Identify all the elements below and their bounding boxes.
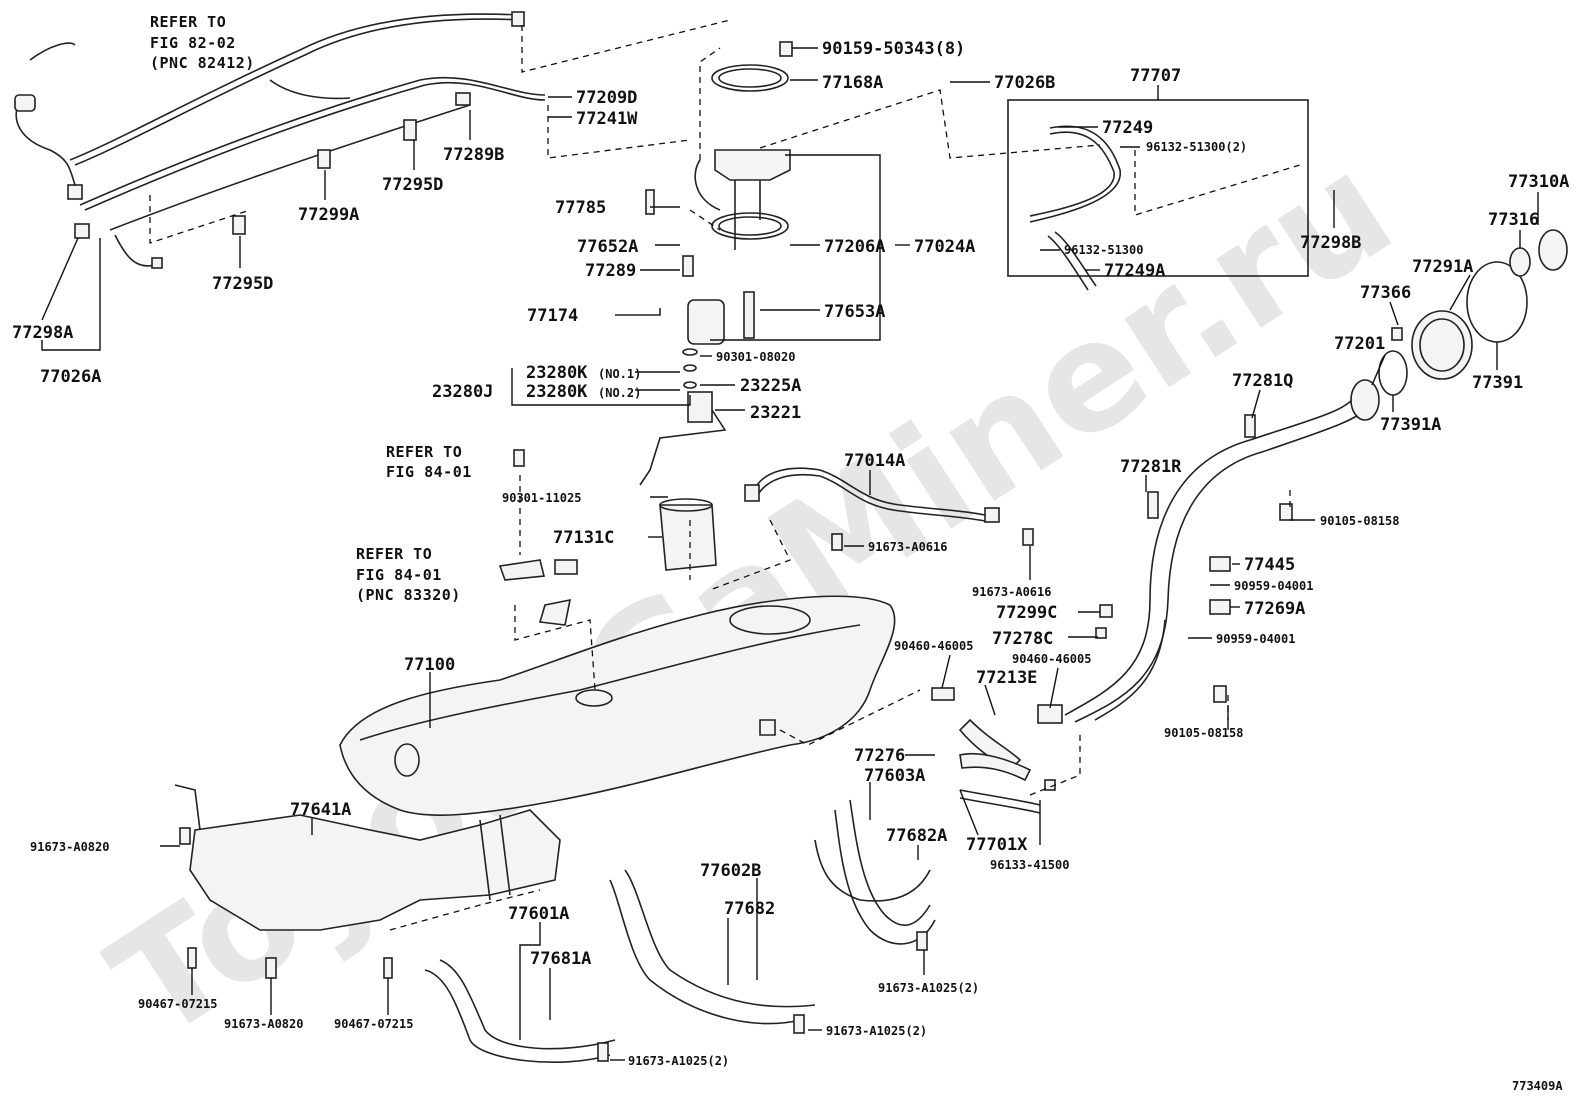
part-label: 77299A xyxy=(298,205,359,225)
part-label: 90301-11025 xyxy=(502,491,581,505)
part-label: 77249A xyxy=(1104,261,1165,281)
part-labels: 90159-50343(8) 77168A 77026B 77707 77209… xyxy=(12,39,1569,1068)
part-label: 77276 xyxy=(854,746,905,766)
part-label: 91673-A1025(2) xyxy=(878,981,979,995)
ref-line: REFER TO xyxy=(356,545,432,563)
part-label: 77213E xyxy=(976,668,1037,688)
part-label: 77785 xyxy=(555,198,606,218)
ref-line: REFER TO xyxy=(150,13,226,31)
part-label: 77603A xyxy=(864,766,925,786)
part-label: 90159-50343(8) xyxy=(822,39,965,59)
part-label: 77206A xyxy=(824,237,885,257)
part-label: 77707 xyxy=(1130,66,1181,86)
part-label: 90460-46005 xyxy=(894,639,973,653)
part-label: 90105-08158 xyxy=(1164,726,1243,740)
part-label: 77316 xyxy=(1488,210,1539,230)
part-label: 77209D xyxy=(576,88,637,108)
figure-code: 773409A xyxy=(1512,1079,1563,1093)
part-label: 77299C xyxy=(996,603,1057,623)
part-label: 77281R xyxy=(1120,457,1182,477)
part-label: 23280K xyxy=(526,382,588,402)
part-label: 77682 xyxy=(724,899,775,919)
part-label: 77298A xyxy=(12,323,73,343)
part-label: 91673-A1025(2) xyxy=(628,1054,729,1068)
part-label: 77295D xyxy=(212,274,273,294)
refer-note-84-01-b: REFER TO FIG 84-01 (PNC 83320) xyxy=(356,545,461,604)
part-label: (NO.1) xyxy=(598,367,641,381)
part-label: 77310A xyxy=(1508,172,1569,192)
ref-line: FIG 84-01 xyxy=(356,566,442,584)
part-label: 77652A xyxy=(577,237,638,257)
part-label: 77281Q xyxy=(1232,371,1293,391)
part-label: 77241W xyxy=(576,109,638,129)
part-label: 23221 xyxy=(750,403,801,423)
part-label: 77602B xyxy=(700,861,761,881)
part-label: 77653A xyxy=(824,302,885,322)
part-label: 77269A xyxy=(1244,599,1305,619)
part-label: 77278C xyxy=(992,629,1053,649)
part-label: 77131C xyxy=(553,528,614,548)
part-label: 96132-51300 xyxy=(1064,243,1143,257)
part-label: 91673-A0616 xyxy=(868,540,947,554)
part-label: 77682A xyxy=(886,826,947,846)
part-label: 90301-08020 xyxy=(716,350,795,364)
part-label: 77201 xyxy=(1334,334,1385,354)
part-label: 23280J xyxy=(432,382,493,402)
part-label: 77601A xyxy=(508,904,569,924)
part-label: 77174 xyxy=(527,306,578,326)
part-label: 77249 xyxy=(1102,118,1153,138)
part-label: 91673-A0820 xyxy=(30,840,109,854)
part-label: 77295D xyxy=(382,175,443,195)
part-label: 77641A xyxy=(290,800,351,820)
part-label: 77026A xyxy=(40,367,101,387)
part-label: 77168A xyxy=(822,73,883,93)
part-label: 90467-07215 xyxy=(138,997,217,1011)
dashed-reference-lines xyxy=(149,19,1301,931)
part-label: 77366 xyxy=(1360,283,1411,303)
part-label: 91673-A0616 xyxy=(972,585,1051,599)
part-label: 96132-51300(2) xyxy=(1146,140,1247,154)
part-label: 90467-07215 xyxy=(334,1017,413,1031)
ref-line: REFER TO xyxy=(386,443,462,461)
part-label: 77026B xyxy=(994,73,1055,93)
part-label: 77445 xyxy=(1244,555,1295,575)
part-label: 77681A xyxy=(530,949,591,969)
ref-line: (PNC 82412) xyxy=(150,54,255,72)
ref-line: FIG 82-02 xyxy=(150,34,236,52)
part-label: 90959-04001 xyxy=(1216,632,1295,646)
part-label: 77100 xyxy=(404,655,455,675)
part-label: 90460-46005 xyxy=(1012,652,1091,666)
ref-line: FIG 84-01 xyxy=(386,463,472,481)
ref-line: (PNC 83320) xyxy=(356,586,461,604)
part-label: (NO.2) xyxy=(598,386,641,400)
watermark: ToyotaGaMiner.ru xyxy=(83,120,1422,1074)
part-label: 77701X xyxy=(966,835,1028,855)
part-label: 77289 xyxy=(585,261,636,281)
part-label: 77024A xyxy=(914,237,975,257)
part-label: 96133-41500 xyxy=(990,858,1069,872)
part-label: 77391 xyxy=(1472,373,1523,393)
part-label: 77289B xyxy=(443,145,504,165)
leader-lines xyxy=(41,47,1539,1061)
part-label: 77291A xyxy=(1412,257,1473,277)
part-label: 90959-04001 xyxy=(1234,579,1313,593)
part-label: 77391A xyxy=(1380,415,1441,435)
part-label: 23225A xyxy=(740,376,801,396)
part-label: 91673-A0820 xyxy=(224,1017,303,1031)
refer-note-82-02: REFER TO FIG 82-02 (PNC 82412) xyxy=(150,13,255,72)
part-label: 77298B xyxy=(1300,233,1361,253)
part-label: 77014A xyxy=(844,451,905,471)
part-label: 23280K xyxy=(526,363,588,383)
refer-note-84-01-a: REFER TO FIG 84-01 xyxy=(386,443,472,481)
part-label: 90105-08158 xyxy=(1320,514,1399,528)
part-label: 91673-A1025(2) xyxy=(826,1024,927,1038)
